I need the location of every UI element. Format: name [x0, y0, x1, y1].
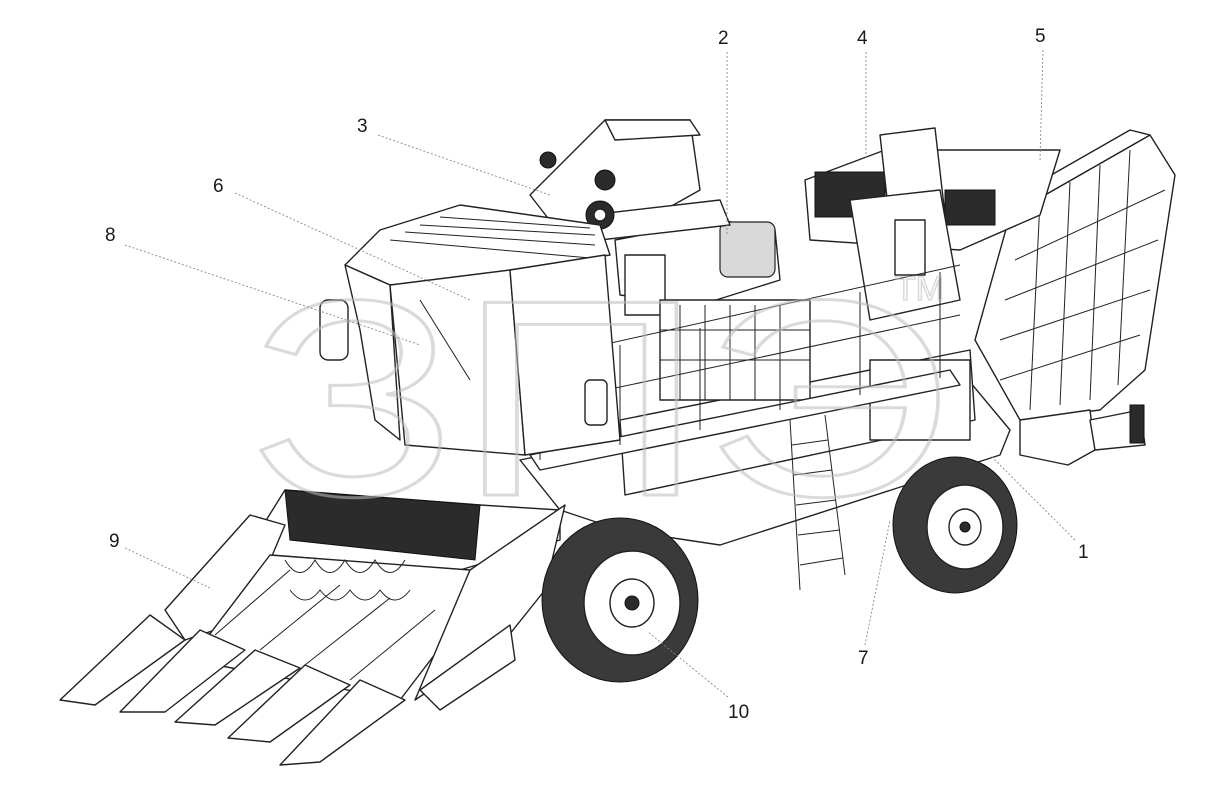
- callouts: 1 2 3 4 5 6 7 8 9 10: [105, 26, 1089, 723]
- access-ladder: [789, 414, 846, 591]
- callout-4: 4: [857, 28, 868, 49]
- engine-section: [614, 219, 811, 401]
- operator-cab: [319, 204, 621, 456]
- watermark: ЗПЭ TM: [249, 242, 952, 557]
- cleaning-unit: [804, 127, 1061, 321]
- callout-10: 10: [728, 702, 749, 723]
- callout-1: 1: [1078, 542, 1089, 563]
- callout-3: 3: [357, 116, 368, 137]
- leader-lines: [124, 49, 1076, 698]
- header-snouts: [59, 614, 406, 766]
- rear-hitch: [1019, 404, 1146, 466]
- callout-5: 5: [1035, 26, 1046, 47]
- rear-wheel: [892, 456, 1018, 594]
- callout-6: 6: [213, 176, 224, 197]
- callout-8: 8: [105, 225, 116, 246]
- callout-9: 9: [109, 531, 120, 552]
- watermark-text: ЗПЭ: [250, 243, 950, 555]
- corn-header: [59, 489, 566, 766]
- watermark-trademark: TM: [895, 270, 944, 308]
- callout-2: 2: [718, 28, 729, 49]
- callout-7: 7: [858, 648, 869, 669]
- elevator-chute: [529, 119, 731, 241]
